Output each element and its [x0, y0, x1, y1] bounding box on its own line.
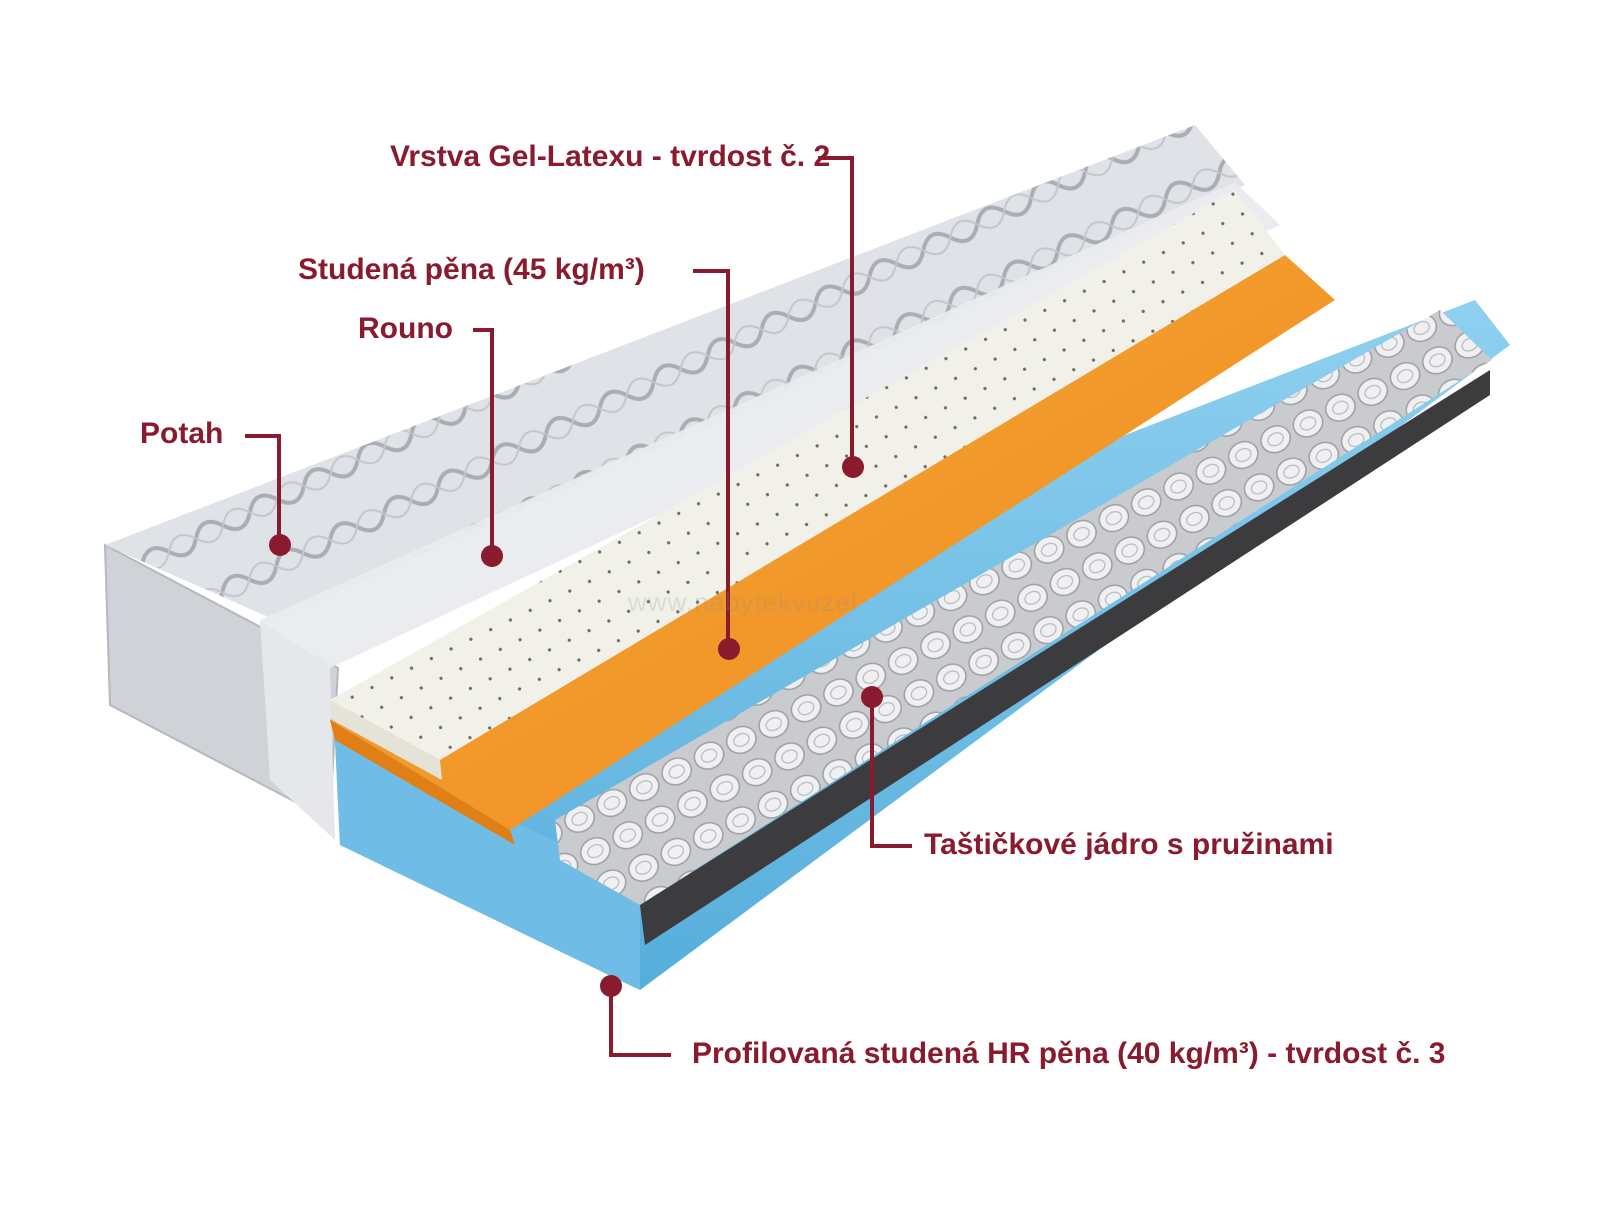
fleece-side — [260, 620, 335, 840]
leader-fleece — [473, 328, 494, 555]
label-hr-foam: Profilovaná studená HR pěna (40 kg/m³) -… — [692, 1037, 1446, 1070]
watermark: www.nabytekvuzel — [628, 587, 858, 617]
marker-cold-foam — [718, 638, 740, 660]
label-fleece: Rouno — [358, 312, 453, 345]
label-gel-latex: Vrstva Gel-Latexu - tvrdost č. 2 — [390, 140, 831, 173]
label-pocket-core: Taštičkové jádro s pružinami — [924, 828, 1334, 861]
leader-gel-latex — [818, 156, 854, 466]
fleece-layer — [260, 182, 1280, 668]
cover-top — [105, 125, 1245, 620]
leader-pocket-core — [870, 697, 912, 848]
leader-cold-foam — [693, 269, 730, 648]
marker-pocket-core — [861, 686, 883, 708]
felt-layer — [640, 370, 1490, 945]
orange-foam — [330, 255, 1335, 830]
marker-cover — [269, 534, 291, 556]
gel-latex-top — [330, 190, 1285, 760]
marker-gel-latex — [842, 456, 864, 478]
gel-latex-edge — [330, 700, 442, 780]
label-cover: Potah — [140, 417, 224, 450]
orange-foam-edge — [330, 720, 515, 845]
marker-hr-foam — [600, 975, 622, 997]
blue-foam-front — [335, 740, 640, 990]
leader-hr-foam — [609, 986, 671, 1057]
leader-cover — [245, 434, 281, 544]
label-cold-foam: Studená pěna (45 kg/m³) — [298, 253, 645, 286]
pocket-springs — [555, 310, 1492, 905]
marker-fleece — [481, 545, 503, 567]
